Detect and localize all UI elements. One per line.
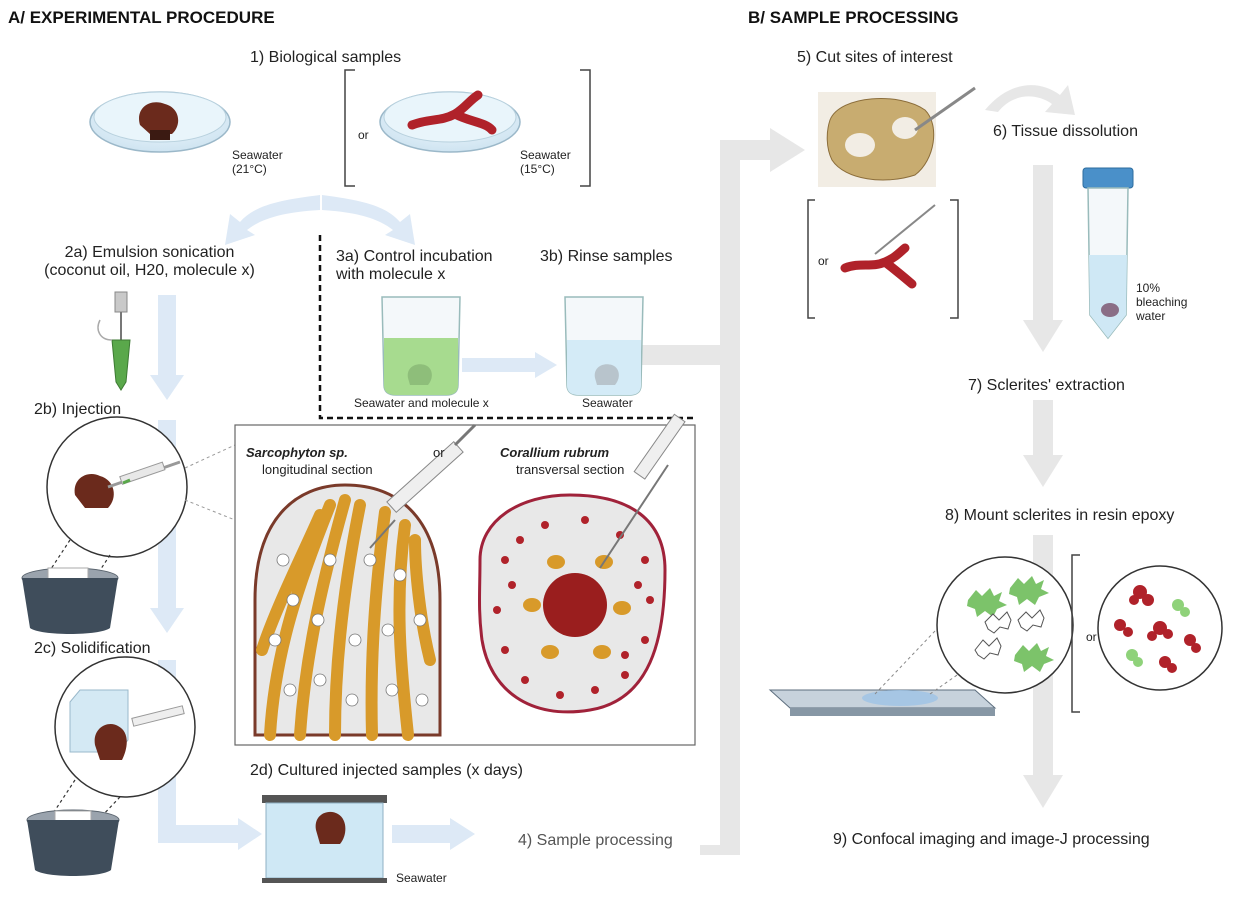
beaker-blue-icon (564, 296, 644, 396)
step-5-label: 5) Cut sites of interest (797, 49, 953, 66)
corallium-name: Corallium rubrum (500, 445, 610, 460)
step-2b-label: 2b) Injection (34, 401, 122, 418)
petri-dish-corallium (379, 90, 521, 153)
or-label-b: or (818, 254, 829, 268)
aquarium-label: Seawater (396, 871, 447, 885)
microscope-slide-icon (768, 689, 997, 716)
step-7-label: 7) Sclerites' extraction (968, 377, 1125, 394)
sarcophyton-section-illustration (253, 483, 442, 741)
aquarium-icon (262, 795, 387, 883)
solidification-circle (54, 656, 196, 798)
step-8-label: 8) Mount sclerites in resin epoxy (945, 507, 1175, 524)
sarcophyton-name: Sarcophyton sp. (246, 445, 348, 460)
corallium-section-label: transversal section (516, 462, 625, 477)
grey-flow-arrows (640, 85, 1075, 855)
seawater-15-label: Seawater(15°C) (520, 148, 571, 176)
syringe-icon (369, 423, 477, 549)
sclerites-circle-corallium (1097, 565, 1223, 691)
section-a-title: A/ EXPERIMENTAL PROCEDURE (8, 8, 275, 27)
corallium-section-illustration (478, 413, 686, 714)
pot-icon (21, 567, 119, 634)
falcon-tube-icon (1082, 167, 1134, 340)
or-label: or (358, 128, 369, 142)
petri-dish-sarcophyton (89, 91, 231, 153)
bracket-left (344, 69, 355, 187)
bracket-right (580, 69, 591, 187)
injection-circle (46, 416, 188, 558)
step-4-label: 4) Sample processing (518, 832, 673, 849)
or-label-c: or (1086, 630, 1097, 644)
beaker-green-label: Seawater and molecule x (354, 396, 489, 410)
step-2d-label: 2d) Cultured injected samples (x days) (250, 762, 524, 779)
step-3b-label: 3b) Rinse samples (540, 248, 673, 265)
step-1-label: 1) Biological samples (250, 49, 402, 66)
corallium-cut-icon (840, 204, 936, 289)
sclerites-circle-sarcophyton (936, 556, 1074, 694)
dashed-separator (318, 235, 695, 420)
beaker-blue-label: Seawater (582, 396, 633, 410)
sarcophyton-section-label: longitudinal section (262, 462, 373, 477)
step-6-label: 6) Tissue dissolution (993, 123, 1138, 140)
step-2c-label: 2c) Solidification (34, 640, 151, 657)
section-or-label: or (433, 445, 445, 460)
seawater-21-label: Seawater(21°C) (232, 148, 283, 176)
cut-sites-photo (818, 86, 976, 187)
section-b-title: B/ SAMPLE PROCESSING (748, 8, 959, 27)
beaker-green-icon (381, 296, 461, 396)
sonication-probe-icon (97, 291, 131, 391)
step-2a-label: 2a) Emulsion sonication(coconut oil, H20… (44, 244, 255, 279)
step-9-label: 9) Confocal imaging and image-J processi… (833, 831, 1150, 848)
pot-icon (26, 809, 120, 876)
